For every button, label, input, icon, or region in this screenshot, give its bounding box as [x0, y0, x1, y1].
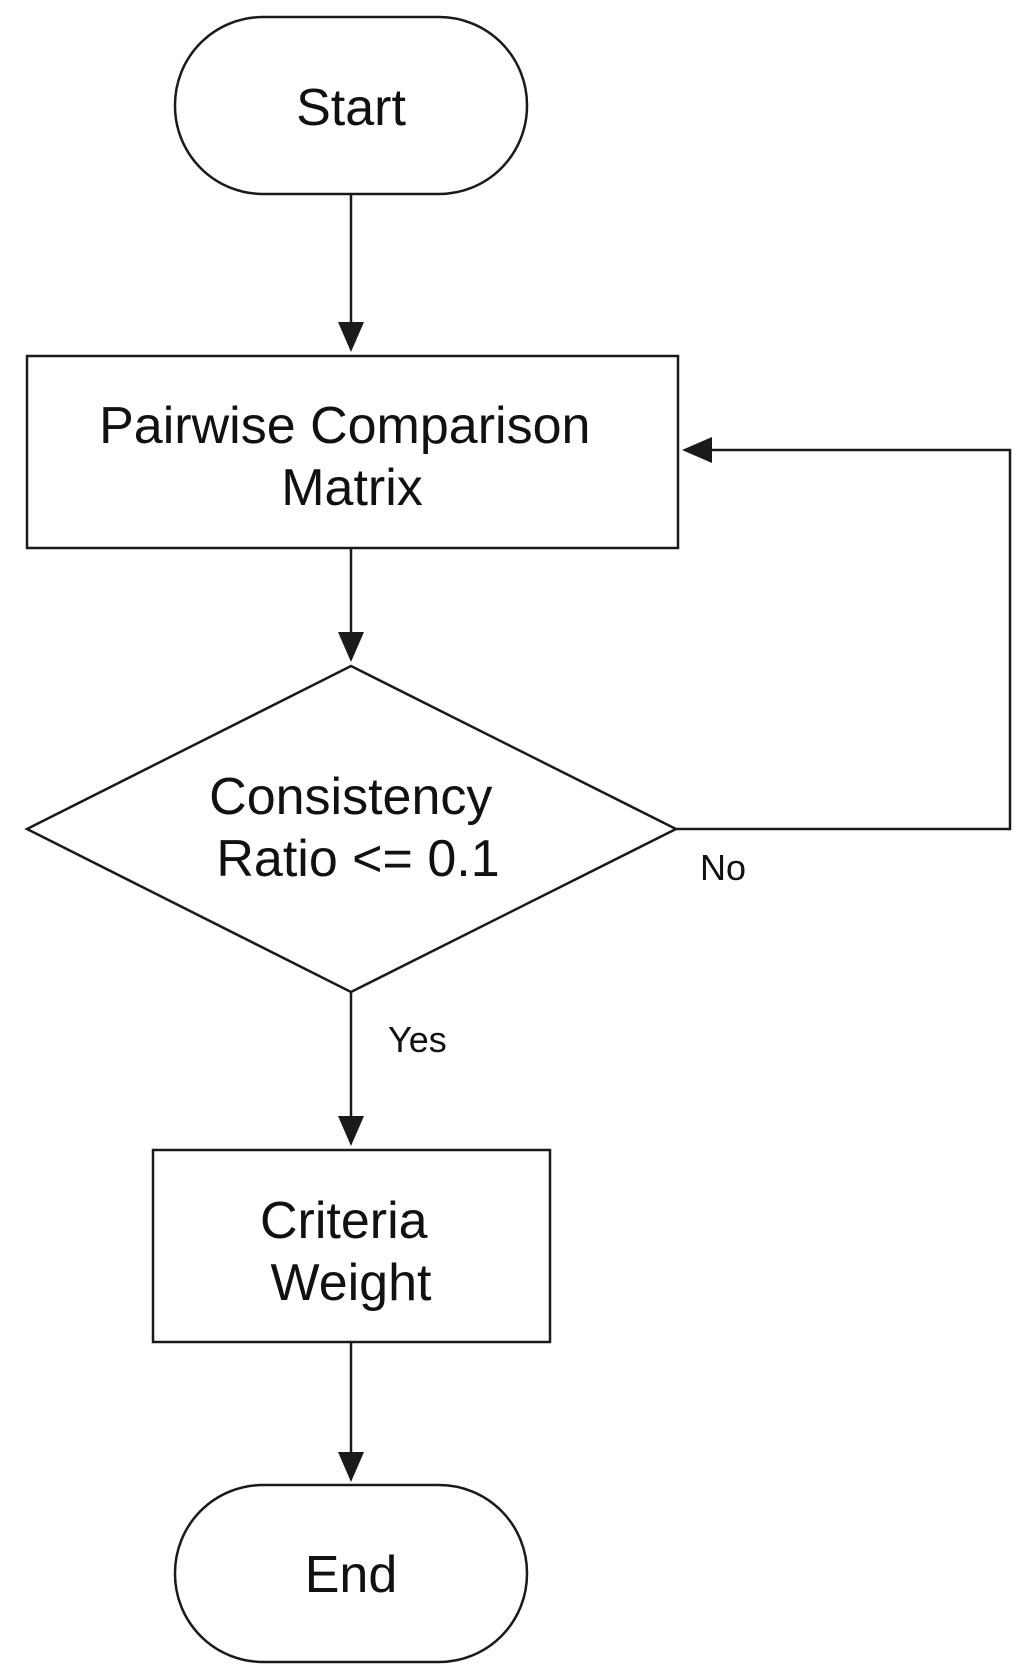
weight-label: Criteria Weight — [260, 1192, 442, 1312]
weight-label-line-1: Criteria — [260, 1192, 428, 1250]
arrowhead-icon — [338, 1116, 364, 1146]
end-terminator-shape — [173, 1483, 529, 1664]
connector-no-loop: No — [676, 437, 1012, 888]
connector-line — [676, 448, 1012, 831]
weight-label-line-2: Weight — [271, 1254, 432, 1312]
matrix-label-line-1: Pairwise Comparison — [99, 397, 590, 455]
matrix-label-line-2: Matrix — [281, 459, 423, 517]
end-node: End — [173, 1483, 529, 1664]
decision-label-line-1: Consistency — [209, 768, 492, 826]
decision-node: Consistency Ratio <= 0.1 — [24, 664, 679, 994]
decision-diamond-shape — [24, 664, 679, 994]
decision-label-line-2: Ratio <= 0.1 — [216, 830, 499, 888]
arrowhead-icon — [338, 322, 364, 352]
matrix-node: Pairwise Comparison Matrix — [25, 354, 680, 550]
no-branch-label: No — [700, 847, 746, 888]
end-label: End — [305, 1546, 398, 1604]
decision-label: Consistency Ratio <= 0.1 — [209, 768, 507, 888]
matrix-process-shape — [25, 354, 680, 550]
matrix-label: Pairwise Comparison Matrix — [99, 397, 605, 517]
weight-node: Criteria Weight — [151, 1148, 552, 1344]
yes-branch-label: Yes — [388, 1019, 447, 1060]
arrowhead-icon — [338, 632, 364, 662]
connector-matrix-to-decision — [338, 548, 364, 662]
start-node: Start — [173, 15, 529, 196]
weight-process-shape — [151, 1148, 552, 1344]
start-label: Start — [296, 79, 406, 137]
arrowhead-icon — [682, 437, 712, 463]
arrowhead-icon — [338, 1452, 364, 1482]
connector-start-to-matrix — [338, 194, 364, 352]
connector-weight-to-end — [338, 1342, 364, 1482]
connector-yes-to-weight: Yes — [338, 992, 447, 1146]
